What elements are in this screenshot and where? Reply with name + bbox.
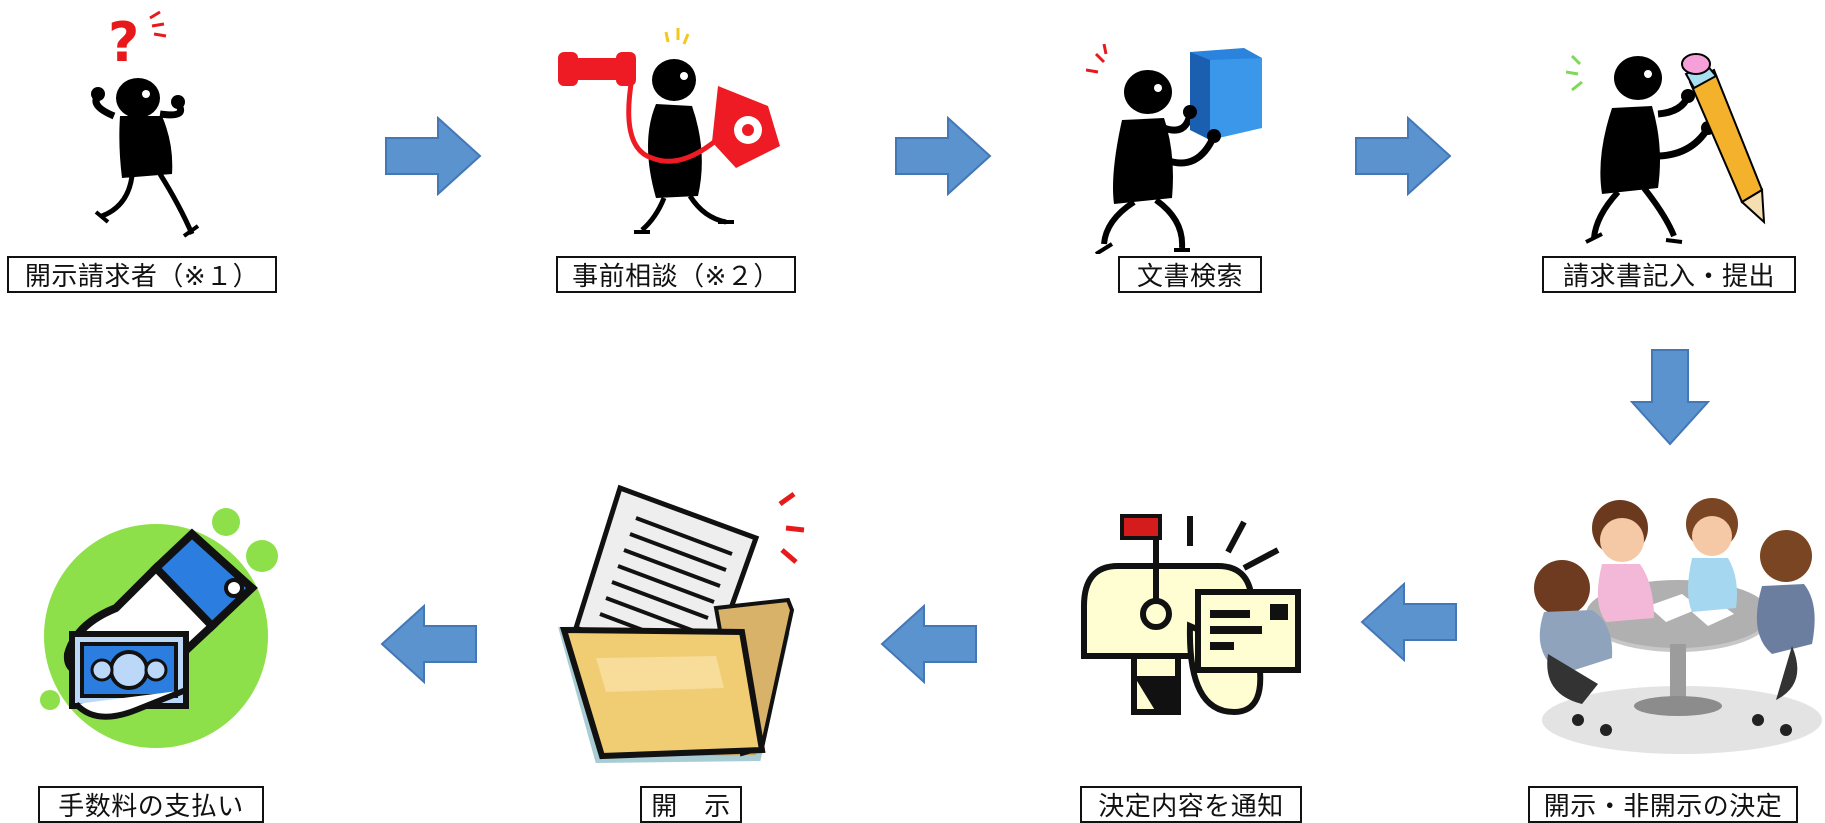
arrow-left-icon [880,604,977,684]
folder-document-icon [558,484,805,764]
pencil-write-icon [1566,53,1766,244]
step-label-submit: 請求書記入・提出 [1542,256,1796,293]
phone-call-icon [558,28,780,234]
book-search-icon [1086,44,1262,254]
step-label-disclosure: 開 示 [640,786,742,823]
arrow-right-icon [385,116,482,196]
step-label-consultation: 事前相談（※２） [556,256,796,293]
arrow-left-icon [1360,582,1457,662]
mailbox-icon [1081,514,1301,716]
arrow-right-icon [895,116,992,196]
money-handover-icon [40,508,278,748]
arrow-down-icon [1630,349,1710,446]
step-label-search: 文書検索 [1118,256,1262,293]
step-label-decision: 開示・非開示の決定 [1528,786,1798,823]
svg-text:?: ? [108,11,139,74]
meeting-icon [1534,498,1822,754]
step-label-payment: 手数料の支払い [38,786,264,823]
arrow-right-icon [1355,116,1452,196]
arrow-left-icon [380,604,477,684]
confused-person-icon: ? [91,10,200,238]
step-label-requester: 開示請求者（※１） [7,256,277,293]
step-label-notice: 決定内容を通知 [1080,786,1302,823]
